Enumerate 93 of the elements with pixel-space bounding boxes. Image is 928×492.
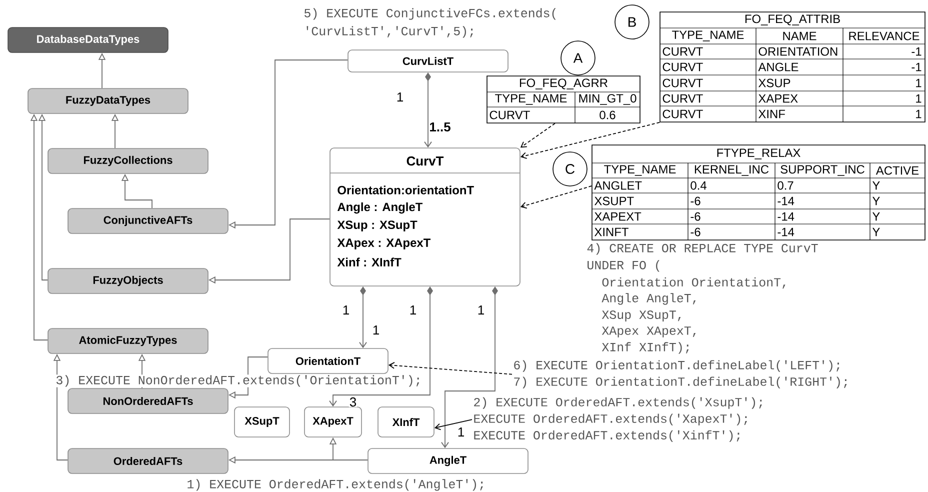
column-header: MIN_GT_0 xyxy=(579,94,636,105)
class-box: ConjunctiveAFTs xyxy=(68,208,228,234)
table-cell: -6 xyxy=(690,228,700,236)
column-header: ACTIVE xyxy=(876,166,919,175)
class-box: CurvListT xyxy=(348,50,508,72)
class-box: FuzzyDataTypes xyxy=(28,88,188,114)
table-cell: 0.7 xyxy=(778,181,794,190)
column-header: TYPE_NAME xyxy=(495,94,567,105)
class-box: XApexT xyxy=(304,406,362,438)
code-text: XInf XInfT); xyxy=(601,342,692,354)
class-box: XInfT xyxy=(378,406,434,438)
arrow xyxy=(434,419,472,430)
class-box: DatabaseDataTypes xyxy=(8,27,168,53)
attribute-text: Angle : AngleT xyxy=(338,202,423,214)
table-cell: CURVT xyxy=(490,110,530,120)
code-text: 2) EXECUTE OrderedAFT.extends('XsupT'); EXECUTE OrderedAFT.extends('XapexT'); EXECUTE OrderedAFT.extends('XinfT'); xyxy=(474,397,762,442)
class-box: OrientationT xyxy=(268,348,388,374)
column-header: RELEVANCE xyxy=(849,32,920,40)
multiplicity-label: 1..5 xyxy=(428,122,452,132)
class-box: FuzzyCollections xyxy=(48,148,208,174)
table-cell: XAPEXT xyxy=(594,212,642,221)
multiplicity-label: 3 xyxy=(348,396,358,408)
code-text: 'CurvListT','CurvT',5); xyxy=(303,26,476,38)
class-box: OrderedAFTs xyxy=(68,448,228,474)
column-header: NAME xyxy=(783,32,816,40)
class-box: AtomicFuzzyTypes xyxy=(48,328,208,354)
table-cell: Y xyxy=(872,196,880,206)
table-cell: XINF xyxy=(758,110,785,118)
table-cell: -14 xyxy=(778,196,794,206)
table-cell: XSUP xyxy=(758,78,790,88)
dashed-arrow xyxy=(388,362,512,375)
table-title: FO_FEQ_ATTRIB xyxy=(745,14,840,26)
table-cell: CURVT xyxy=(662,110,703,118)
code-text: 5) EXECUTE ConjunctiveFCs.extends( xyxy=(303,8,558,20)
multiplicity-label: 1 xyxy=(408,305,418,315)
class-box: AngleT xyxy=(368,448,528,474)
attribute-text: Orientation:orientationT xyxy=(338,186,474,194)
circle-label: C xyxy=(552,152,588,186)
dashed-arrow xyxy=(520,122,556,148)
class-name: CurvT xyxy=(406,156,444,166)
table-cell: ANGLE xyxy=(758,62,798,72)
table-cell: -1 xyxy=(912,62,922,72)
multiplicity-label: 1 xyxy=(372,325,380,335)
column-header: KERNEL_INC xyxy=(694,165,769,176)
table-cell: -6 xyxy=(690,196,700,206)
class-box: FuzzyObjects xyxy=(48,268,208,294)
code-text: XApex XApexT, xyxy=(601,326,700,338)
class-box: NonOrderedAFTs xyxy=(68,388,228,414)
table-cell: XINFT xyxy=(594,228,628,236)
code-text: UNDER FO ( xyxy=(586,260,662,272)
table-title: FO_FEQ_AGRR xyxy=(520,78,608,90)
code-text: 3) EXECUTE NonOrderedAFT.extends('OrientationT'); xyxy=(55,374,422,388)
dashed-arrow xyxy=(520,186,592,209)
attribute-text: XSup : XSupT xyxy=(337,220,418,232)
table-cell: -1 xyxy=(912,47,922,56)
table-cell: XSUPT xyxy=(594,196,634,206)
table-cell: 1 xyxy=(916,94,922,103)
table-cell: Y xyxy=(872,181,880,190)
attribute-text: XApex : XApexT xyxy=(337,238,431,250)
table-cell: -14 xyxy=(778,212,794,221)
code-text: 6) EXECUTE OrientationT.defineLabel('LEFT'); 7) EXECUTE OrientationT.defineLabel('RIGHT'); xyxy=(514,360,847,388)
table-cell: Y xyxy=(872,212,880,221)
table-cell: CURVT xyxy=(662,94,703,103)
multiplicity-label: 1 xyxy=(342,305,350,315)
code-text: Orientation OrientationT, xyxy=(601,276,790,290)
table-cell: 0.6 xyxy=(600,110,616,120)
multiplicity-label: 1 xyxy=(476,305,486,315)
table-cell: XAPEX xyxy=(758,94,798,103)
table-cell: CURVT xyxy=(662,62,703,72)
table-cell: CURVT xyxy=(662,78,703,88)
table-cell: -14 xyxy=(778,228,794,236)
column-header: SUPPORT_INC xyxy=(780,165,864,176)
multiplicity-label: 1 xyxy=(456,427,466,437)
table-cell: 1 xyxy=(916,78,922,88)
table-cell: 1 xyxy=(916,110,922,118)
attribute-text: Xinf : XInfT xyxy=(337,258,402,266)
table-cell: 0.4 xyxy=(690,181,706,190)
circle-label: A xyxy=(560,40,596,76)
table-cell: ANGLET xyxy=(594,181,642,190)
table-cell: Y xyxy=(872,228,880,236)
table-cell: ORIENTATION xyxy=(758,47,838,56)
circle-label: B xyxy=(614,4,650,40)
code-text: 1) EXECUTE OrderedAFT.extends('AngleT'); xyxy=(186,478,486,492)
dashed-arrow xyxy=(520,122,660,159)
column-header: TYPE_NAME xyxy=(604,165,676,176)
table-cell: -6 xyxy=(690,212,700,221)
code-text: Angle AngleT, xyxy=(601,292,700,306)
table-cell: CURVT xyxy=(662,47,703,56)
code-text: XSup XSupT, xyxy=(601,310,684,322)
column-header: TYPE_NAME xyxy=(672,30,744,42)
multiplicity-label: 1 xyxy=(396,92,404,102)
table-title: FTYPE_RELAX xyxy=(717,148,800,160)
class-box: XSupT xyxy=(234,406,290,438)
